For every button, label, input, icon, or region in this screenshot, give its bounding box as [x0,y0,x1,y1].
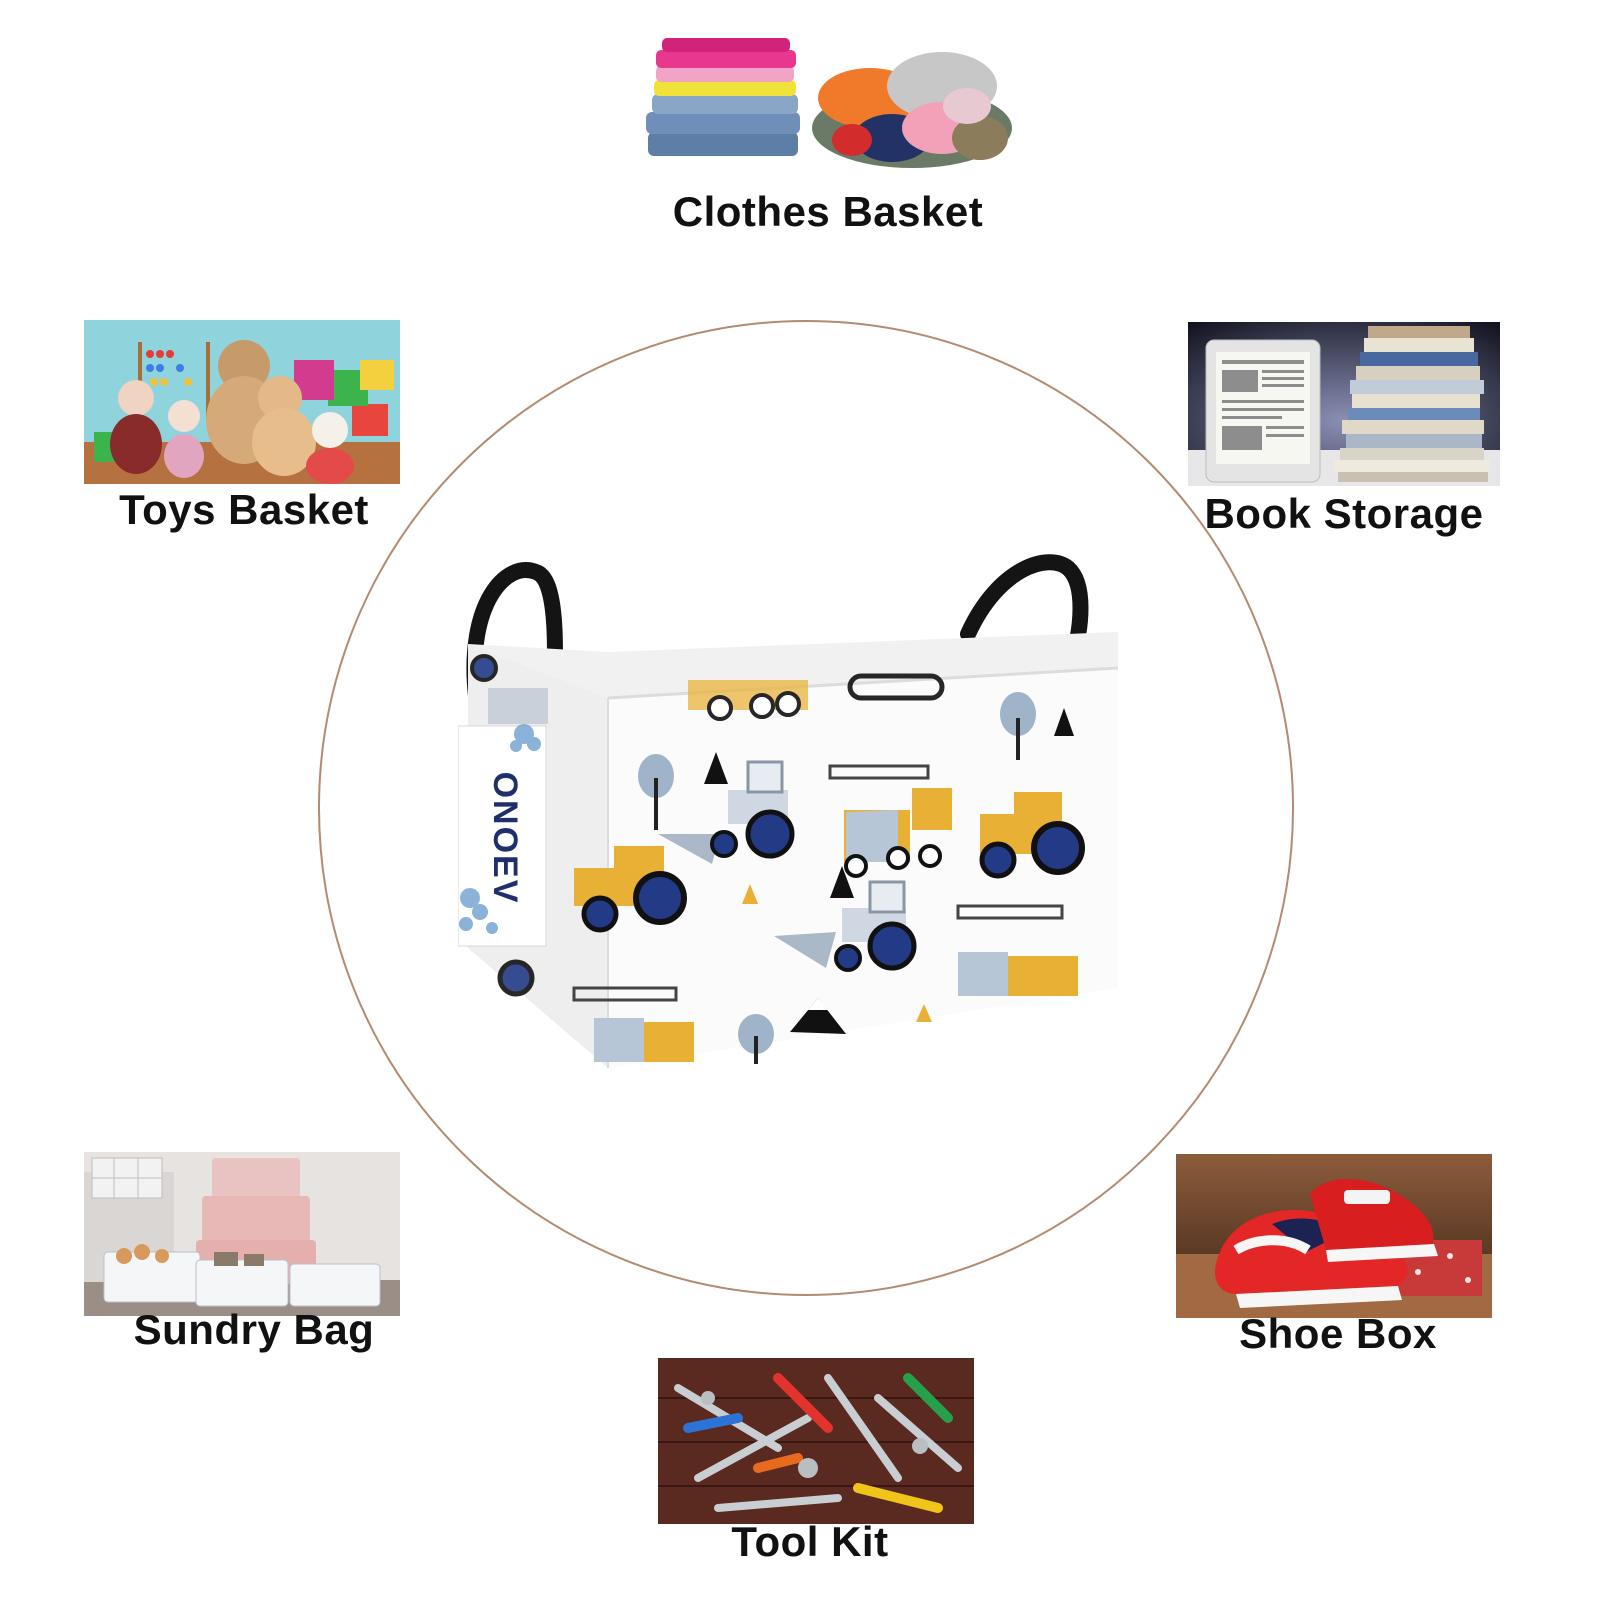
tool-kit-label: Tool Kit [731,1518,889,1565]
sundry-bag-label: Sundry Bag [133,1306,375,1353]
clothes-basket-label: Clothes Basket [672,188,984,235]
center-ring [318,320,1294,1296]
storage-basket: ONOEV [458,548,1148,1088]
tools-image [658,1358,974,1524]
books-image [1188,322,1500,486]
tag-brand-text: ONOEV [486,772,524,905]
toys-image [84,320,400,484]
toys-basket-label: Toys Basket [119,486,369,533]
shoe-box-label: Shoe Box [1239,1310,1437,1357]
clothes-image [642,28,1014,178]
sundry-image [84,1152,400,1316]
book-storage-label: Book Storage [1204,490,1484,537]
shoes-image [1176,1154,1492,1318]
